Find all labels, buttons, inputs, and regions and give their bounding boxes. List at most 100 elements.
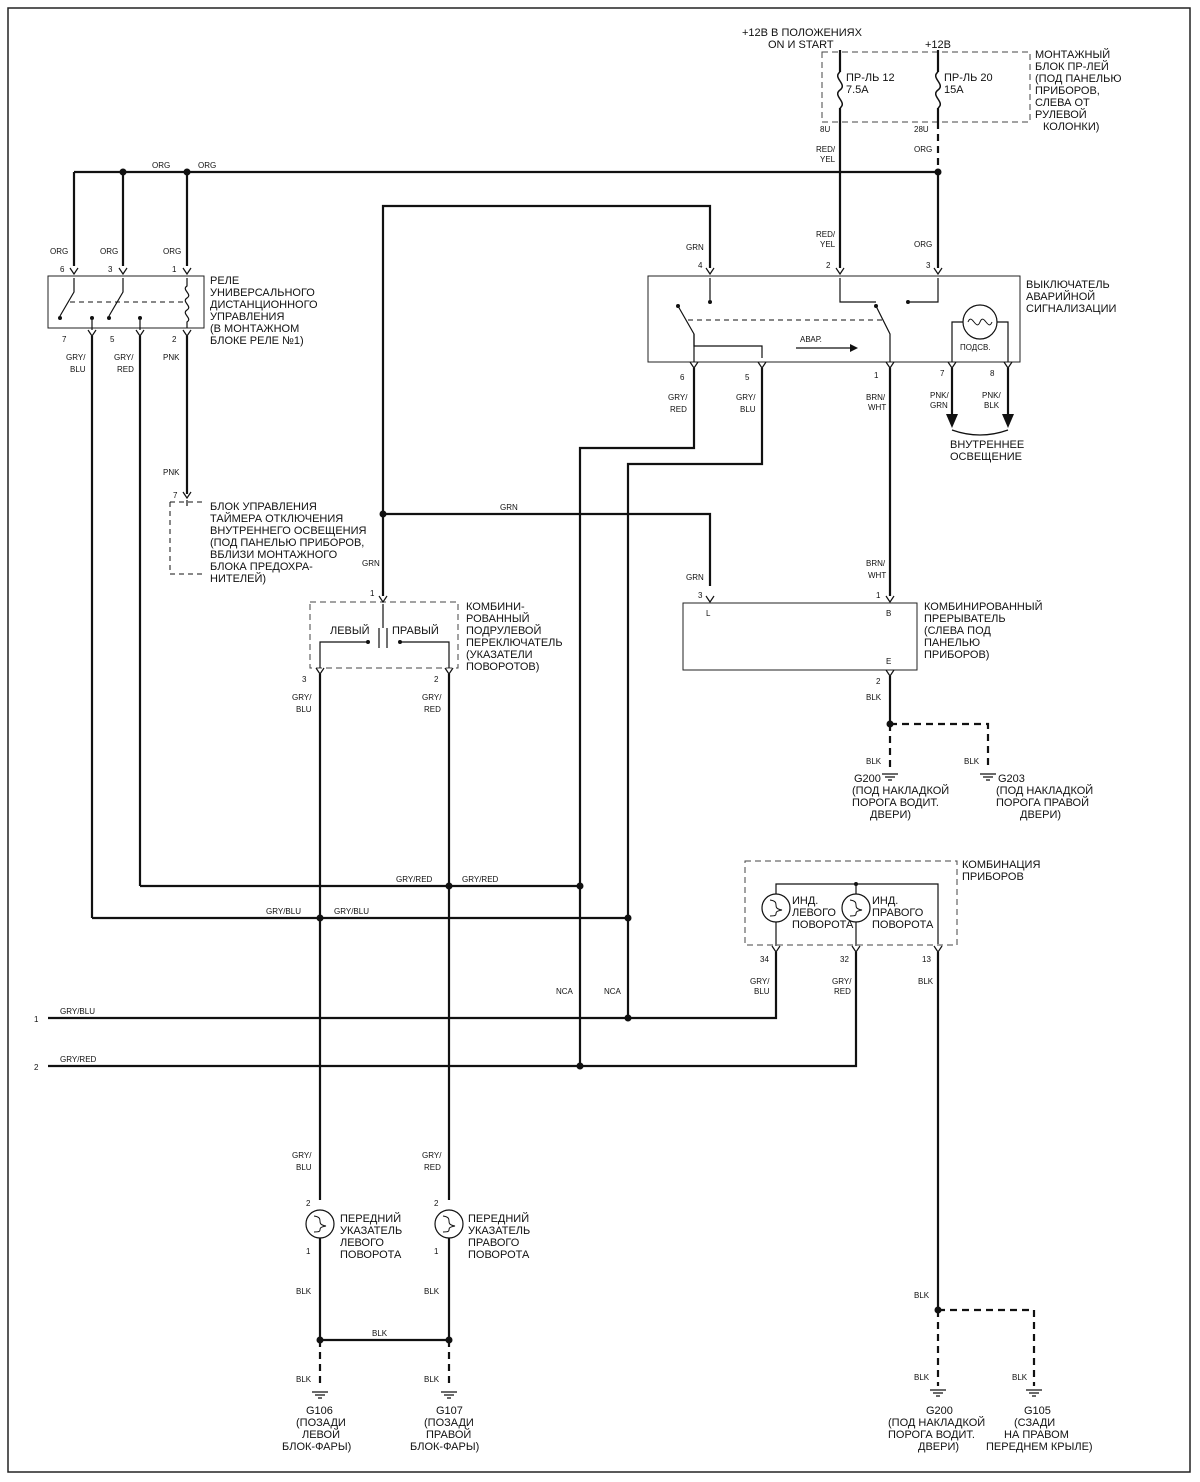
right-front-lamp-icon [434,1209,464,1239]
right-lamp-label: ПЕРЕДНИЙ УКАЗАТЕЛЬ ПРАВОГО ПОВОРОТА [468,1212,530,1261]
svg-text:(УКАЗАТЕЛИ: (УКАЗАТЕЛИ [466,649,533,661]
svg-text:СЛЕВА ОТ: СЛЕВА ОТ [1035,97,1090,109]
svg-text:ЛЕВОГО: ЛЕВОГО [340,1237,384,1249]
relay-title: РЕЛЕ УНИВЕРСАЛЬНОГО ДИСТАНЦИОННОГО УПРАВ… [210,275,318,347]
svg-text:G200: G200 [854,773,881,785]
svg-text:ORG: ORG [163,247,181,256]
svg-text:(В МОНТАЖНОМ: (В МОНТАЖНОМ [210,323,299,335]
svg-text:(ПОД НАКЛАДКОЙ: (ПОД НАКЛАДКОЙ [996,784,1093,797]
svg-text:WHT: WHT [868,403,886,412]
svg-text:6: 6 [60,265,65,274]
svg-text:(ПОЗАДИ: (ПОЗАДИ [296,1417,346,1429]
svg-text:ПОВОРОТА: ПОВОРОТА [468,1249,530,1261]
svg-text:ВБЛИЗИ МОНТАЖНОГО: ВБЛИЗИ МОНТАЖНОГО [210,549,338,561]
svg-text:NCA: NCA [556,987,574,996]
svg-text:КОЛОНКИ): КОЛОНКИ) [1043,121,1099,133]
avar-label: АВАР. [800,335,822,344]
interior-light-label: ВНУТРЕННЕЕ [950,439,1024,451]
svg-text:ПРЕРЫВАТЕЛЬ: ПРЕРЫВАТЕЛЬ [924,613,1006,625]
connector-2: 2 [34,1063,39,1072]
svg-text:G203: G203 [998,773,1025,785]
svg-text:ПОВОРОТОВ): ПОВОРОТОВ) [466,661,539,673]
flasher-title: КОМБИНИРОВАННЫЙ ПРЕРЫВАТЕЛЬ (СЛЕВА ПОД П… [924,600,1042,661]
svg-text:BLK: BLK [964,757,980,766]
svg-text:B: B [886,609,891,618]
svg-text:ВЫКЛЮЧАТЕЛЬ: ВЫКЛЮЧАТЕЛЬ [1026,279,1110,291]
svg-text:GRY/: GRY/ [832,977,852,986]
svg-text:BLK: BLK [914,1373,930,1382]
relay-coil-icon [184,278,190,328]
svg-text:3: 3 [698,591,703,600]
svg-text:PNK: PNK [163,353,180,362]
svg-text:ПАНЕЛЬЮ: ПАНЕЛЬЮ [924,637,980,649]
svg-text:ПРИБОРОВ): ПРИБОРОВ) [924,649,989,661]
svg-text:5: 5 [110,335,115,344]
svg-text:BLK: BLK [372,1329,388,1338]
svg-text:ORG: ORG [914,145,932,154]
svg-text:СИГНАЛИЗАЦИИ: СИГНАЛИЗАЦИИ [1026,303,1116,315]
svg-text:4: 4 [698,261,703,270]
svg-text:ПЕРЕКЛЮЧАТЕЛЬ: ПЕРЕКЛЮЧАТЕЛЬ [466,637,563,649]
svg-text:GRN: GRN [362,559,380,568]
svg-text:32: 32 [840,955,849,964]
svg-text:МОНТАЖНЫЙ: МОНТАЖНЫЙ [1035,48,1110,61]
arrow-down-icon [946,414,958,428]
svg-text:3: 3 [302,675,307,684]
svg-text:2: 2 [306,1199,311,1208]
cluster-title: КОМБИНАЦИЯ ПРИБОРОВ [962,859,1040,883]
svg-text:ORG: ORG [100,247,118,256]
svg-text:BLK: BLK [296,1287,312,1296]
podsv-label: ПОДСВ. [960,343,991,352]
svg-text:7: 7 [940,369,945,378]
svg-text:BLU: BLU [740,405,756,414]
right-indicator-lamp-icon [841,893,871,923]
turn-switch-box [309,601,459,669]
arrow-icon [850,344,858,352]
svg-text:ORG: ORG [152,161,170,170]
svg-text:ПОДРУЛЕВОЙ: ПОДРУЛЕВОЙ [466,624,541,637]
svg-text:GRY/RED: GRY/RED [60,1055,97,1064]
svg-text:1: 1 [306,1247,311,1256]
svg-text:BLU: BLU [754,987,770,996]
svg-text:PNK/: PNK/ [982,391,1001,400]
svg-text:G106: G106 [306,1405,333,1417]
svg-text:ДВЕРИ): ДВЕРИ) [918,1441,959,1453]
svg-text:РОВАННЫЙ: РОВАННЫЙ [466,612,530,625]
svg-text:1: 1 [434,1247,439,1256]
hazard-switch-box [647,275,1021,363]
svg-text:GRY/: GRY/ [66,353,86,362]
svg-text:GRY/: GRY/ [736,393,756,402]
svg-text:ПЕРЕДНИЙ: ПЕРЕДНИЙ [340,1212,401,1225]
svg-text:GRN: GRN [930,401,948,410]
ign-label-2: ON И START [768,39,834,51]
ground-g200a: G200 (ПОД НАКЛАДКОЙ ПОРОГА ВОДИТ. ДВЕРИ) [852,773,949,821]
wire-grn-flasher [383,512,712,586]
svg-text:GRY/RED: GRY/RED [396,875,433,884]
svg-text:БЛОКЕ РЕЛЕ №1): БЛОКЕ РЕЛЕ №1) [210,335,304,347]
svg-text:ЛЕВОЙ: ЛЕВОЙ [302,1428,340,1441]
svg-text:GRY/: GRY/ [422,1151,442,1160]
svg-text:ВНУТРЕННЕГО ОСВЕЩЕНИЯ: ВНУТРЕННЕГО ОСВЕЩЕНИЯ [210,525,367,537]
svg-text:ПОРОГА ВОДИТ.: ПОРОГА ВОДИТ. [888,1429,975,1441]
svg-text:НИТЕЛЕЙ): НИТЕЛЕЙ) [210,572,266,585]
svg-text:GRY/: GRY/ [750,977,770,986]
svg-text:L: L [706,609,711,618]
svg-text:BLK: BLK [984,401,1000,410]
svg-text:YEL: YEL [820,240,836,249]
svg-text:2: 2 [826,261,831,270]
svg-text:(ПОД ПАНЕЛЬЮ ПРИБОРОВ,: (ПОД ПАНЕЛЬЮ ПРИБОРОВ, [210,537,364,549]
svg-text:RED: RED [424,1163,441,1172]
svg-text:2: 2 [434,675,439,684]
svg-text:(ПОД НАКЛАДКОЙ: (ПОД НАКЛАДКОЙ [852,784,949,797]
svg-text:ПОРОГА ВОДИТ.: ПОРОГА ВОДИТ. [852,797,939,809]
svg-text:BLU: BLU [296,1163,312,1172]
timer-unit-box [169,502,204,575]
pin-8u: 8U [820,125,830,134]
svg-text:ПЕРЕДНЕМ КРЫЛЕ): ПЕРЕДНЕМ КРЫЛЕ) [986,1441,1093,1453]
fuse-20-icon [935,71,941,109]
svg-text:BLK: BLK [866,693,882,702]
svg-text:ПЕРЕДНИЙ: ПЕРЕДНИЙ [468,1212,529,1225]
svg-text:GRN: GRN [686,243,704,252]
svg-text:ORG: ORG [914,240,932,249]
